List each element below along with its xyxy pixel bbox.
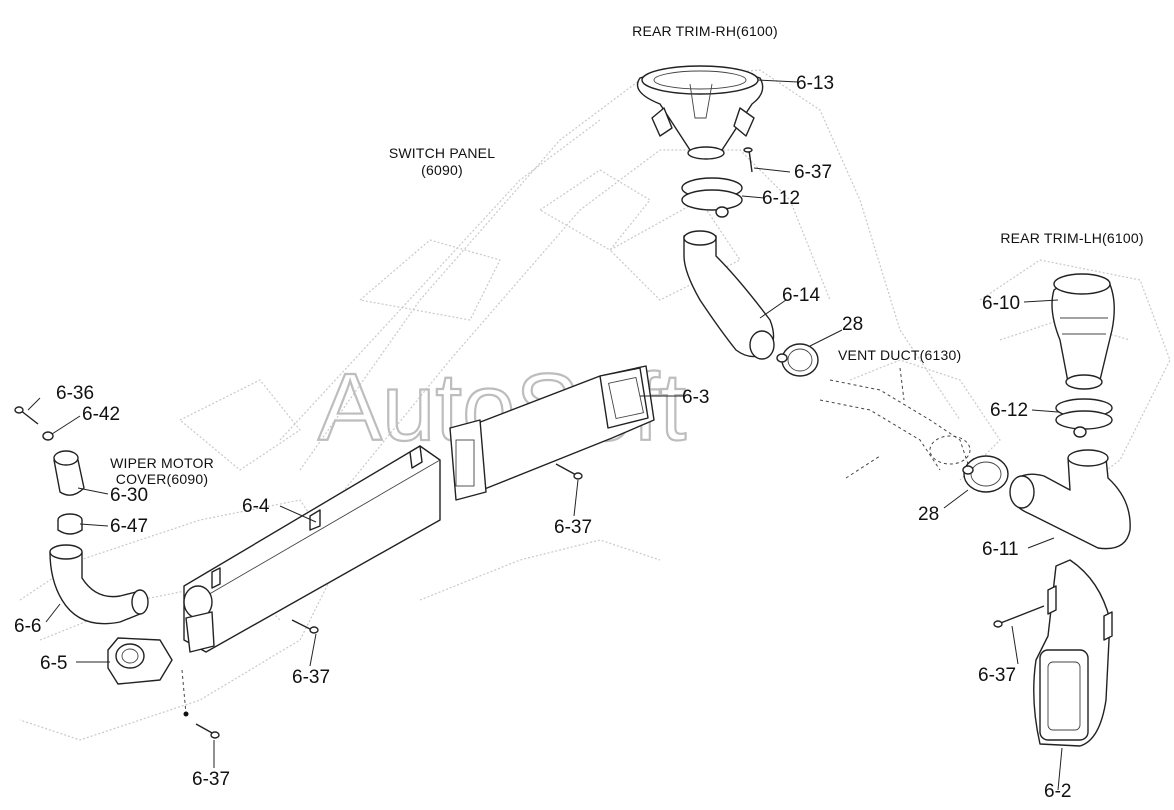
part-label-6-42: 6-42 [82, 404, 120, 425]
part-label-6-37-center: 6-37 [554, 517, 592, 538]
part-6-3-center-duct [449, 365, 655, 501]
part-label-6-5: 6-5 [40, 653, 67, 674]
part-6-5-connector [107, 637, 173, 685]
part-label-6-36: 6-36 [56, 383, 94, 404]
part-6-10-rear-outlet-lh [1051, 273, 1115, 390]
label-wiper-motor: WIPER MOTOR [110, 455, 214, 471]
vent-duct-dashed-outline [819, 367, 971, 479]
part-label-6-12-right: 6-12 [990, 400, 1028, 421]
part-6-4-long-duct [183, 445, 441, 653]
screw-6-36 [14, 406, 39, 425]
label-rear-trim-lh: REAR TRIM-LH(6100) [1000, 230, 1143, 246]
part-label-28-top: 28 [842, 314, 863, 335]
part-label-6-13: 6-13 [796, 73, 834, 94]
part-label-6-3: 6-3 [682, 387, 709, 408]
part-label-6-12-top: 6-12 [762, 188, 800, 209]
label-vent-duct: VENT DUCT(6130) [838, 347, 961, 363]
part-label-6-37-right: 6-37 [978, 665, 1016, 686]
clamp-28-mid [962, 455, 1009, 493]
part-label-6-10: 6-10 [982, 293, 1020, 314]
part-label-6-14: 6-14 [782, 285, 820, 306]
label-switch-panel-code: (6090) [421, 162, 463, 178]
part-6-2-floor-duct [1033, 559, 1113, 747]
part-label-6-37-lower: 6-37 [292, 667, 330, 688]
clamp-28-top [776, 343, 819, 377]
part-label-6-6: 6-6 [14, 616, 41, 637]
screw-6-37-right [993, 605, 1045, 628]
part-6-6-elbow-hose [49, 544, 149, 625]
part-label-28-mid: 28 [918, 504, 939, 525]
part-label-6-11: 6-11 [982, 539, 1019, 560]
washer-6-42 [42, 431, 54, 441]
part-label-6-4: 6-4 [242, 496, 270, 517]
screw-6-37-top [743, 147, 753, 173]
label-wiper-motor-cover: COVER(6090) [116, 471, 208, 487]
part-6-47-clip [57, 513, 83, 535]
part-label-6-30: 6-30 [110, 485, 148, 506]
screw-6-37-lower [291, 619, 319, 634]
hose-6-11 [1009, 449, 1131, 550]
part-6-13-rear-outlet-rh [636, 65, 764, 160]
screw-6-37-center [555, 463, 583, 480]
clamp-6-12-right [1055, 398, 1113, 438]
leader-lines [27, 79, 1063, 791]
part-6-30-nozzle [53, 450, 85, 496]
part-label-6-37-top: 6-37 [794, 162, 832, 183]
part-label-6-37-bottom: 6-37 [192, 769, 230, 790]
label-rear-trim-rh: REAR TRIM-RH(6100) [632, 23, 778, 39]
part-label-6-47: 6-47 [110, 516, 148, 537]
part-label-6-2: 6-2 [1044, 781, 1071, 802]
label-switch-panel: SWITCH PANEL [389, 145, 495, 161]
hose-6-14 [683, 230, 775, 360]
screw-6-37-bottom [181, 669, 220, 739]
clamp-6-12-top [681, 177, 743, 218]
